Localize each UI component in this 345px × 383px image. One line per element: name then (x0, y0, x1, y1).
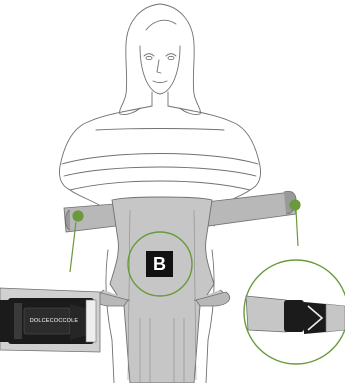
marker-label-b: B (146, 251, 173, 277)
highlight-circle (127, 231, 193, 297)
buckle-brand-text: DOLCECOCCOLE (29, 318, 79, 324)
buckle-closeup-left (0, 287, 101, 353)
buckle-closeup-right (243, 259, 345, 365)
pointer-lines (69, 199, 301, 273)
waist-belt (63, 190, 297, 233)
